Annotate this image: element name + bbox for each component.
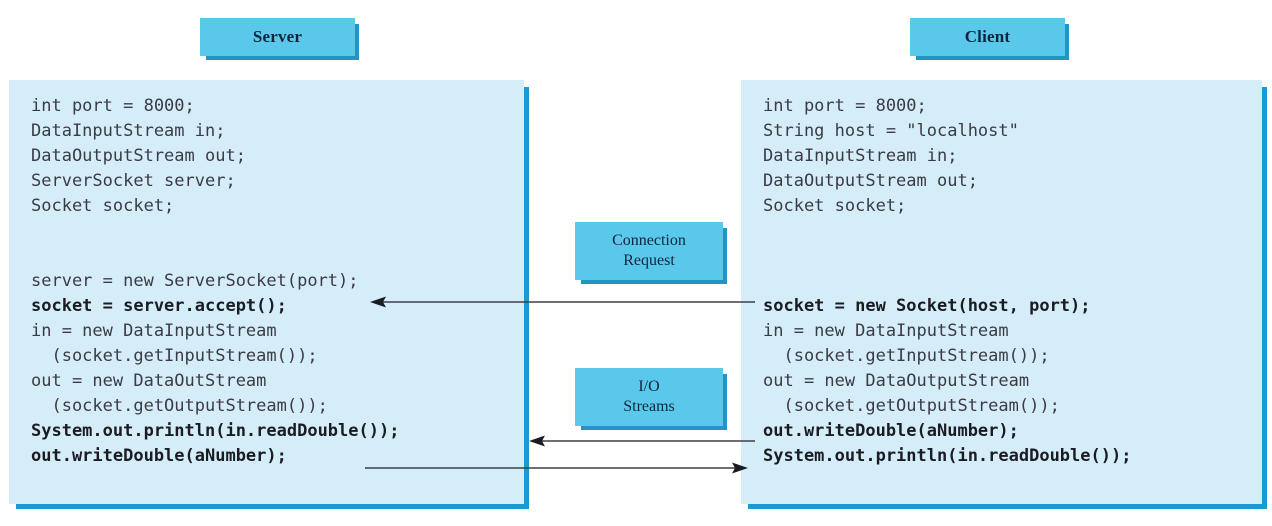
io-read-arrow	[529, 434, 755, 448]
connection-request-line1: Connection	[612, 232, 686, 249]
client-code-line: System.out.println(in.readDouble());	[763, 446, 1132, 466]
server-code-line: ServerSocket server;	[31, 171, 236, 191]
client-code-line: out.writeDouble(aNumber);	[763, 421, 1019, 441]
server-code-line	[31, 244, 399, 269]
server-code-line: out.writeDouble(aNumber);	[31, 446, 287, 466]
server-code-line: (socket.getInputStream());	[31, 346, 318, 366]
client-code-line: (socket.getOutputStream());	[763, 396, 1060, 416]
client-code-line	[763, 269, 1131, 294]
server-code-line: socket = server.accept();	[31, 296, 287, 316]
server-code-line	[31, 219, 399, 244]
connection-request-line2: Request	[623, 252, 675, 269]
server-code-line: System.out.println(in.readDouble());	[31, 421, 400, 441]
io-streams-line1: I/O	[638, 378, 660, 395]
server-code-line: (socket.getOutputStream());	[31, 396, 328, 416]
client-code-line	[763, 244, 1131, 269]
server-code-listing: int port = 8000; DataInputStream in; DataO…	[31, 94, 399, 469]
client-code-line: (socket.getInputStream());	[763, 346, 1050, 366]
client-code-line: int port = 8000;	[763, 96, 927, 116]
server-title-label: Server	[252, 27, 303, 46]
client-title-label: Client	[964, 27, 1011, 46]
server-code-panel: int port = 8000; DataInputStream in; DataO…	[9, 80, 524, 504]
server-code-line: Socket socket;	[31, 196, 175, 216]
server-title-tab: Server	[200, 18, 355, 56]
client-code-line: out = new DataOutputStream	[763, 371, 1030, 391]
client-code-line: in = new DataInputStream	[763, 321, 1009, 341]
server-code-line: DataInputStream in;	[31, 121, 226, 141]
client-code-panel: int port = 8000; String host = "localhost…	[741, 80, 1262, 504]
client-code-line: Socket socket;	[763, 196, 907, 216]
client-code-line: socket = new Socket(host, port);	[763, 296, 1091, 316]
io-streams-label-box: I/O Streams	[575, 368, 723, 426]
io-streams-line2: Streams	[623, 398, 675, 415]
client-code-line: String host = "localhost"	[763, 121, 1019, 141]
client-code-listing: int port = 8000; String host = "localhost…	[763, 94, 1131, 469]
client-code-line	[763, 219, 1131, 244]
client-code-line: DataOutputStream out;	[763, 171, 978, 191]
server-code-line: int port = 8000;	[31, 96, 195, 116]
client-code-line: DataInputStream in;	[763, 146, 958, 166]
server-code-line: out = new DataOutStream	[31, 371, 267, 391]
server-code-line: server = new ServerSocket(port);	[31, 271, 359, 291]
connection-request-label-box: Connection Request	[575, 222, 723, 280]
server-code-line: DataOutputStream out;	[31, 146, 246, 166]
server-code-line: in = new DataInputStream	[31, 321, 277, 341]
client-title-tab: Client	[910, 18, 1065, 56]
